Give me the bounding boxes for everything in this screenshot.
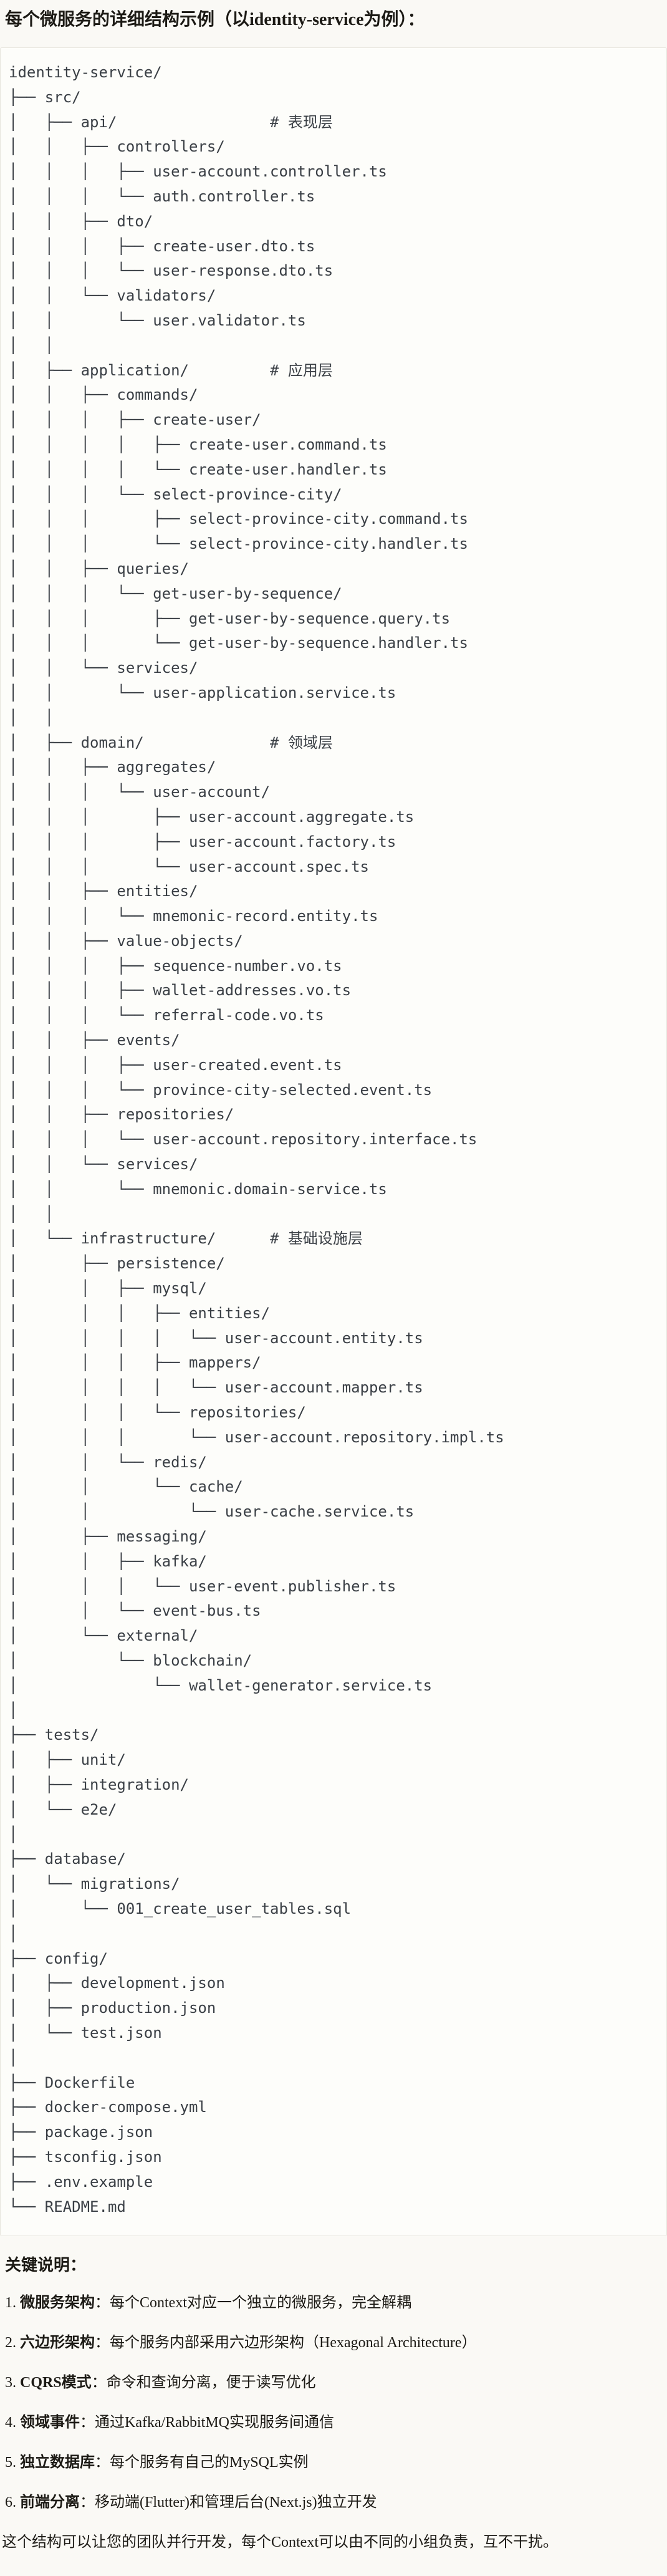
notes-list: 1.微服务架构：每个Context对应一个独立的微服务，完全解耦 2.六边形架构… — [5, 2291, 662, 2514]
list-item-label: CQRS模式 — [20, 2375, 92, 2391]
page-title: 每个微服务的详细结构示例（以identity-service为例）： — [5, 10, 425, 29]
list-item-number: 3. — [5, 2375, 16, 2391]
list-item: 6.前端分离：移动端(Flutter)和管理后台(Next.js)独立开发 — [5, 2491, 662, 2514]
list-item-label: 独立数据库 — [20, 2454, 95, 2471]
list-item-number: 1. — [5, 2295, 16, 2312]
list-item-text: ：命令和查询分离，便于读写优化 — [91, 2375, 316, 2391]
list-item: 1.微服务架构：每个Context对应一个独立的微服务，完全解耦 — [5, 2291, 662, 2315]
list-item-number: 4. — [5, 2414, 16, 2431]
list-item-number: 2. — [5, 2335, 16, 2352]
list-item: 4.领域事件：通过Kafka/RabbitMQ实现服务间通信 — [5, 2411, 662, 2434]
list-item-label: 前端分离 — [20, 2494, 80, 2511]
list-item-text: ：每个Context对应一个独立的微服务，完全解耦 — [95, 2295, 411, 2312]
list-item-text: ：每个服务内部采用六边形架构（Hexagonal Architecture） — [95, 2335, 477, 2352]
list-item-text: ：每个服务有自己的MySQL实例 — [95, 2454, 309, 2471]
list-item: 3.CQRS模式：命令和查询分离，便于读写优化 — [5, 2371, 662, 2395]
list-item-label: 微服务架构 — [20, 2295, 95, 2312]
list-item: 2.六边形架构：每个服务内部采用六边形架构（Hexagonal Architec… — [5, 2331, 662, 2355]
closing-paragraph: 这个结构可以让您的团队并行开发，每个Context可以由不同的小组负责，互不干扰… — [2, 2534, 558, 2551]
list-item-number: 5. — [5, 2454, 16, 2471]
directory-tree: identity-service/ ├── src/ │ ├── api/ # … — [0, 47, 667, 2237]
list-item-label: 六边形架构 — [20, 2335, 95, 2352]
list-item-text: ：通过Kafka/RabbitMQ实现服务间通信 — [80, 2414, 334, 2431]
notes-heading: 关键说明： — [5, 2256, 87, 2275]
list-item-label: 领域事件 — [20, 2414, 80, 2431]
list-item: 5.独立数据库：每个服务有自己的MySQL实例 — [5, 2451, 662, 2474]
list-item-number: 6. — [5, 2494, 16, 2511]
list-item-text: ：移动端(Flutter)和管理后台(Next.js)独立开发 — [80, 2494, 377, 2511]
